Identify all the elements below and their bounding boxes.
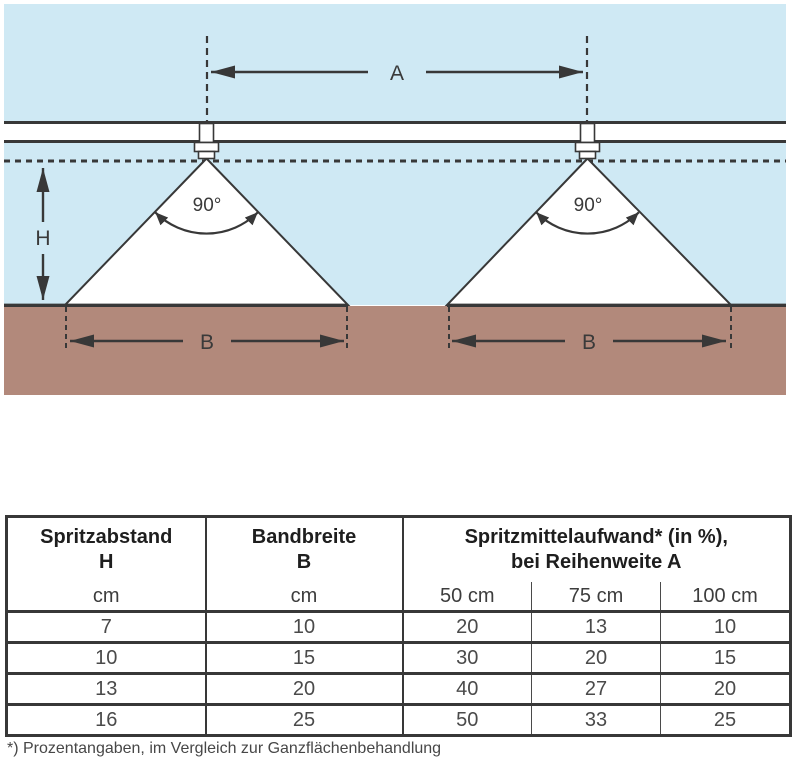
- angle-arc-left: [154, 211, 259, 235]
- table-units-row: cm cm 50 cm 75 cm 100 cm: [6, 582, 791, 613]
- label-spray-angle-left: 90°: [193, 195, 222, 216]
- dimension-b-right: B: [452, 331, 726, 354]
- table-cell: 15: [659, 642, 791, 675]
- table-row: 7 10 20 13 10: [6, 611, 791, 644]
- table-cell: 7: [6, 611, 206, 644]
- dimension-a: A: [211, 62, 583, 85]
- label-band-width-b-left: B: [200, 331, 214, 354]
- table-header: Spritzabstand H Bandbreite B Spritzmitte…: [6, 516, 791, 613]
- table-cell: 15: [204, 642, 403, 675]
- table-cell: 16: [95, 708, 118, 731]
- spray-angle-right: 90°: [535, 195, 640, 235]
- table-title-row: Spritzabstand H Bandbreite B Spritzmitte…: [7, 516, 791, 583]
- table-row: 16 25 50 33 25: [7, 704, 791, 736]
- col-symbol: H: [99, 551, 114, 573]
- table-cell: 30: [401, 642, 532, 675]
- col-header-spritzmittelaufwand: Spritzmittelaufwand* (in %), bei Reihenw…: [401, 516, 791, 582]
- spray-rate-table: Spritzabstand H Bandbreite B Spritzmitte…: [5, 515, 793, 737]
- table-cell: 20: [659, 673, 791, 706]
- col-header-spritzabstand: Spritzabstand H: [7, 517, 206, 583]
- table-cell: 13: [6, 673, 206, 706]
- angle-arc-right: [535, 211, 640, 235]
- label-band-width-b-right: B: [582, 331, 596, 354]
- dimension-h: H: [35, 168, 51, 300]
- table-cell: 33: [531, 704, 661, 736]
- col-title-line1: Spritzmittelaufwand* (in %),: [464, 526, 728, 548]
- subcol-header-50cm: 50 cm: [401, 582, 532, 613]
- col-title: Bandbreite: [251, 526, 357, 548]
- table-cell: 10: [204, 611, 403, 644]
- table-cell: 40: [401, 673, 532, 706]
- nozzle-right-icon: [574, 122, 601, 160]
- table-cell: 13: [531, 611, 661, 644]
- nozzle-left-icon: [193, 122, 220, 160]
- table-cell: 25: [659, 704, 791, 736]
- table-cell: 20: [531, 642, 661, 675]
- subcol-header-100cm: 100 cm: [659, 582, 791, 613]
- soil-region: [4, 306, 786, 395]
- col-symbol: B: [296, 551, 312, 573]
- table-cell: 10: [659, 611, 791, 644]
- spray-angle-left: 90°: [154, 195, 259, 235]
- table-cell: 20: [401, 611, 532, 644]
- table-body: 7 10 20 13 10 10 15 30 20 15 13 20 40 27…: [6, 611, 791, 736]
- table-row: 13 20 40 27 20: [6, 673, 791, 706]
- label-spray-angle-right: 90°: [574, 195, 603, 216]
- col-title: Spritzabstand: [40, 526, 173, 548]
- table-row: 10 15 30 20 15: [6, 642, 791, 675]
- table-cell: 20: [204, 673, 403, 706]
- table-cell: 10: [6, 642, 206, 675]
- table-cell: 50: [401, 704, 532, 736]
- subcol-header-75cm: 75 cm: [531, 582, 661, 613]
- unit-cell-h: cm: [6, 582, 206, 613]
- sky-upper-region: [4, 4, 786, 122]
- col-title-line2: bei Reihenweite A: [511, 551, 682, 573]
- table-cell: 25: [204, 704, 403, 736]
- spray-geometry-diagram: A H B B 90° 90°: [4, 4, 786, 395]
- unit-cell-b: cm: [204, 582, 403, 613]
- label-row-spacing-a: A: [390, 62, 404, 85]
- col-header-bandbreite: Bandbreite B: [204, 516, 403, 582]
- dimension-b-left: B: [70, 331, 344, 354]
- table-cell: 27: [531, 673, 661, 706]
- label-spray-height-h: H: [35, 227, 50, 250]
- footnote-text: *) Prozentangaben, im Vergleich zur Ganz…: [7, 740, 442, 757]
